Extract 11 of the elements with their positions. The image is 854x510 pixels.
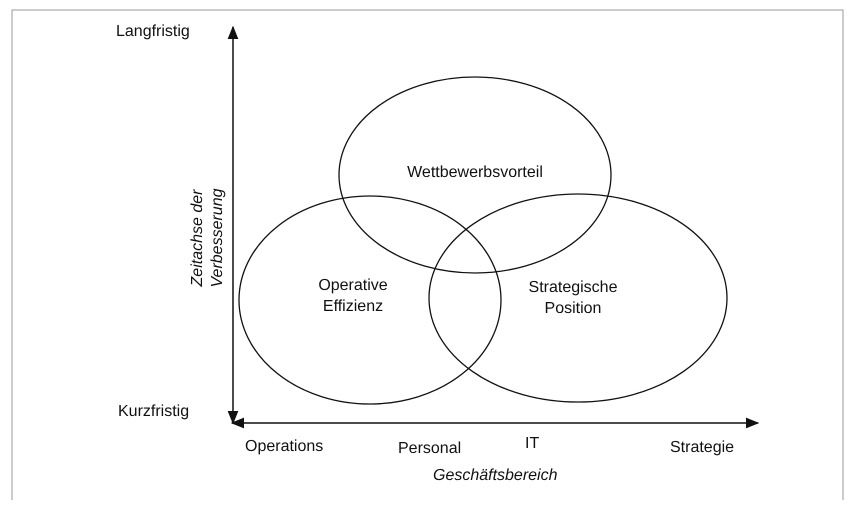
ellipse-label: Strategische Position [528,278,618,319]
axis-label: Langfristig [116,22,190,42]
axis-title: Geschäftsbereich [433,466,558,486]
axis-title: Zeitachse der Verbesserung [188,187,227,290]
category-label: Operations [245,437,324,457]
axis-label: Kurzfristig [118,402,190,422]
category-label: Personal [398,439,462,459]
ellipse-label: Wettbewerbsvorteil [406,163,544,183]
category-label: IT [525,434,540,454]
ellipse-label: Operative Effizienz [317,276,389,317]
category-label: Strategie [670,438,734,458]
